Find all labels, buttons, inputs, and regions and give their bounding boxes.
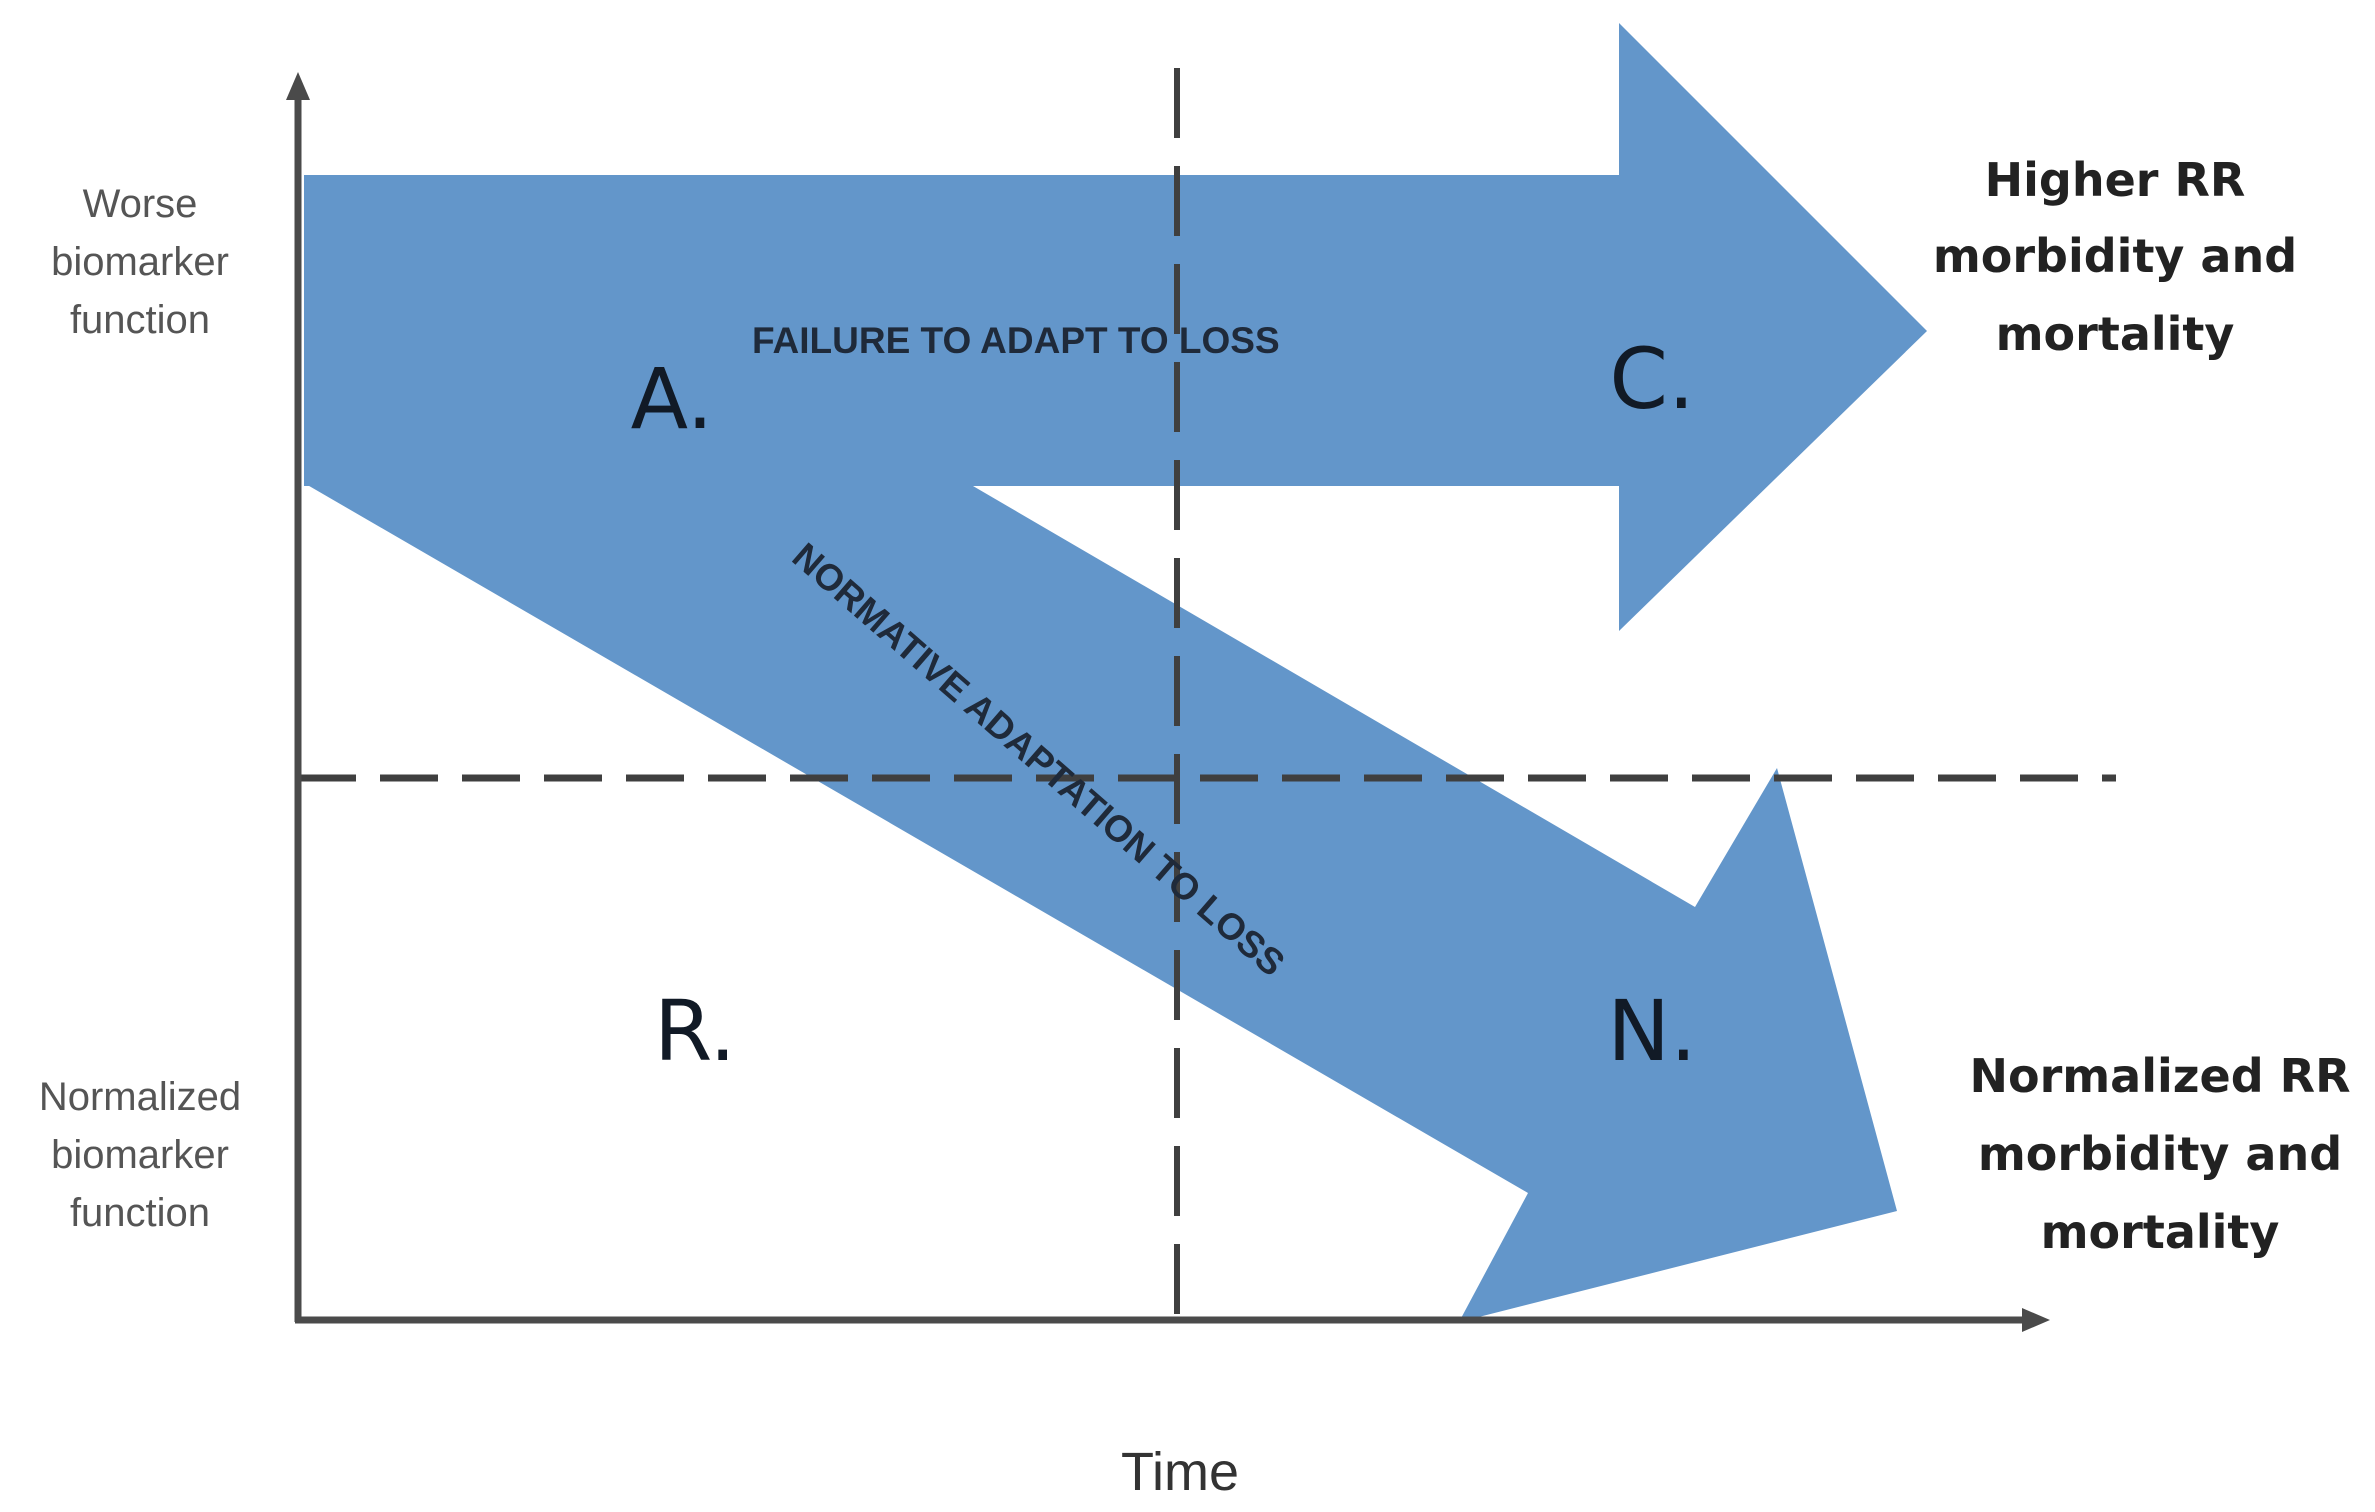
lower-outcome-label: Normalized RR morbidity and mortality — [1969, 1049, 2350, 1259]
quadrant-label-c: C. — [1609, 330, 1694, 428]
y-bottom-line-1: Normalized — [39, 1075, 241, 1119]
y-axis-bottom-label: Normalized biomarker function — [39, 1075, 241, 1235]
quadrant-label-n: N. — [1607, 982, 1697, 1080]
y-top-line-3: function — [70, 298, 210, 342]
upper-outcome-line-3: mortality — [1996, 307, 2235, 361]
quadrant-label-a: A. — [631, 350, 714, 448]
lower-outcome-line-1: Normalized RR — [1969, 1049, 2350, 1103]
upper-outcome-label: Higher RR morbidity and mortality — [1933, 153, 2297, 361]
lower-outcome-line-2: morbidity and — [1978, 1127, 2342, 1181]
y-axis-top-label: Worse biomarker function — [51, 182, 229, 342]
upper-outcome-line-2: morbidity and — [1933, 229, 2297, 283]
y-bottom-line-2: biomarker — [51, 1133, 229, 1177]
y-top-line-2: biomarker — [51, 240, 229, 284]
x-axis-label: Time — [1121, 1442, 1239, 1502]
lower-outcome-line-3: mortality — [2041, 1205, 2280, 1259]
failure-to-adapt-arrow — [304, 23, 1927, 631]
y-bottom-line-3: function — [70, 1191, 210, 1235]
x-axis-arrowhead-icon — [2022, 1308, 2050, 1332]
quadrant-label-r: R. — [654, 982, 736, 1080]
upper-arrow-label: FAILURE TO ADAPT TO LOSS — [752, 320, 1280, 361]
upper-outcome-line-1: Higher RR — [1985, 153, 2246, 207]
normative-adaptation-arrow — [304, 483, 1897, 1322]
y-axis-arrowhead-icon — [286, 72, 310, 100]
y-top-line-1: Worse — [83, 182, 198, 226]
